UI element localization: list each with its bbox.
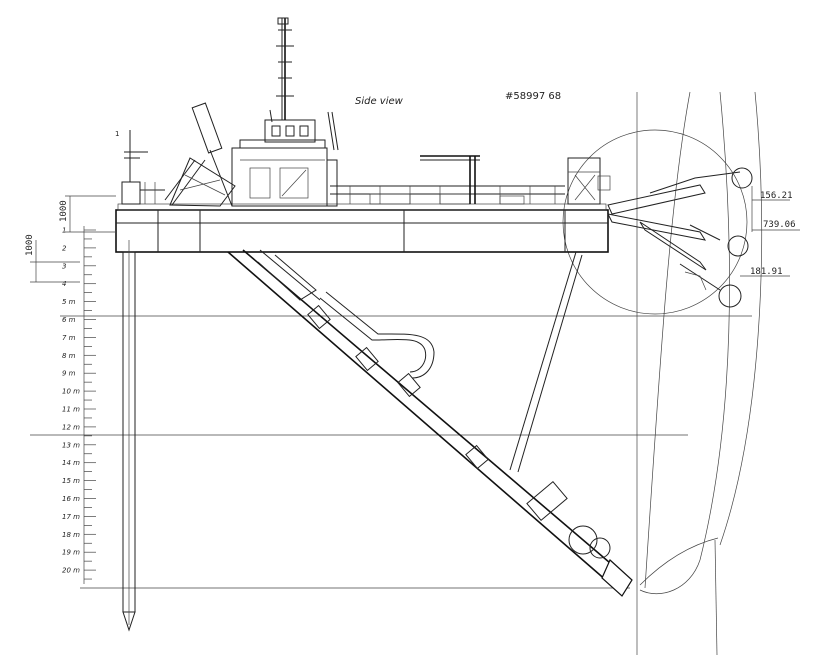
mast	[269, 17, 294, 123]
depth-label: 18 m	[62, 531, 80, 539]
depth-label: 8 m	[62, 352, 76, 360]
depth-label: 19 m	[62, 549, 80, 557]
reach-arcs	[562, 91, 762, 656]
depth-label: 5 m	[62, 298, 76, 306]
dim-left-top: 1000	[59, 200, 69, 222]
dim-left-side: 1000	[25, 234, 35, 256]
depth-label: 14 m	[62, 459, 80, 467]
depth-label: 4	[62, 280, 66, 288]
bow-winch-house	[567, 157, 611, 205]
depth-label: 9 m	[62, 370, 76, 378]
depth-label: 15 m	[62, 477, 80, 485]
ladder-support-strut	[509, 251, 583, 473]
depth-label: 11 m	[62, 406, 80, 414]
depth-label: 16 m	[62, 495, 80, 503]
bucket-wheel-arms	[607, 167, 753, 308]
dim-reach-2: 739.06	[763, 220, 796, 230]
dredging-ladder	[227, 249, 633, 597]
depth-label: 10 m	[62, 388, 80, 396]
reach-dimensions: 156.21 739.06 181.91	[740, 186, 800, 277]
depth-label: 7 m	[62, 334, 76, 342]
ladder-gantry	[164, 102, 236, 207]
depth-label: 1	[62, 227, 66, 235]
spud-pole	[122, 240, 136, 632]
svg-text:1: 1	[115, 130, 119, 138]
drawing-title: Side view	[355, 96, 404, 107]
depth-label: 3	[62, 262, 66, 270]
deck-crane	[420, 155, 480, 204]
dim-reach-1: 156.21	[760, 191, 793, 201]
deck-railing	[330, 185, 565, 205]
cabin-superstructure	[231, 111, 339, 207]
left-dimensions: 1000 1000	[25, 195, 116, 283]
depth-label: 6 m	[62, 316, 76, 324]
drawing-number: #58997 68	[505, 91, 561, 102]
depth-label: 17 m	[62, 513, 80, 521]
depth-label: 20 m	[62, 567, 80, 575]
depth-label: 2	[62, 244, 67, 252]
depth-scale: 1 2 3 4 5 m 6 m 7 m 8 m 9 m 10 m 11 m 12 m 13 m 14 m 1…	[62, 226, 96, 584]
depth-label: 12 m	[62, 423, 80, 431]
stern-structure: 1	[115, 130, 165, 205]
reference-lines	[30, 92, 752, 655]
dim-reach-3: 181.91	[750, 267, 783, 277]
depth-label: 13 m	[62, 441, 80, 449]
pontoon-hull	[115, 203, 609, 253]
